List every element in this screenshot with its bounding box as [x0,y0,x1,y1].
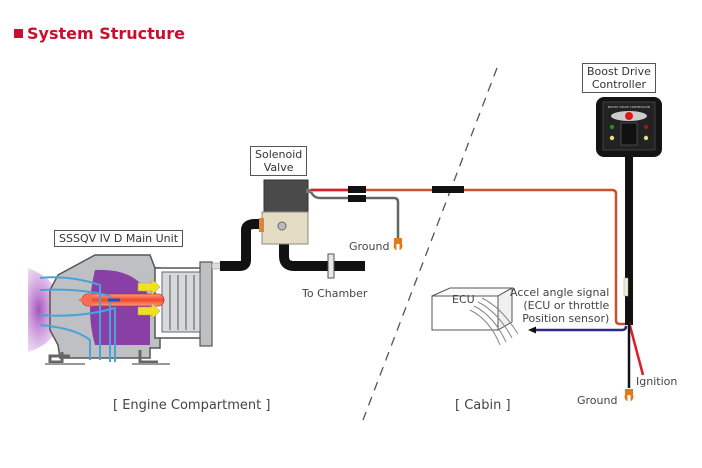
accel-signal-label: Accel angle signal (ECU or throttle Posi… [510,286,609,325]
title-text: System Structure [27,24,185,43]
wire-connector [432,186,464,193]
solenoid-valve-label: Solenoid Valve [250,146,308,176]
ignition-label: Ignition [636,375,678,388]
ignition-wire [627,321,645,376]
svg-text:BOOST DRIVE CONTROLLER: BOOST DRIVE CONTROLLER [608,105,650,109]
solenoid-ground-wire [309,191,400,238]
signal-wire [535,325,628,332]
main-unit-label: SSSQV IV D Main Unit [54,230,184,247]
controller-ground-label: Ground [577,394,618,407]
boost-drive-controller-illustration: BOOST DRIVE CONTROLLER [596,97,662,325]
solenoid-ground-label: Ground [349,240,390,253]
ecu-illustration [431,287,519,346]
signal-arrow-icon [528,326,536,334]
solenoid-valve-illustration [259,179,311,245]
power-wire [311,188,626,326]
controller-label-line2: Controller [591,78,646,91]
controller-label-line1: Boost Drive [587,65,651,78]
main-unit-label-text: SSSQV IV D Main Unit [59,232,179,245]
vacuum-hose [211,219,365,279]
ground-terminal-icon [393,238,403,251]
to-chamber-label: To Chamber [302,287,368,300]
engine-compartment-label: [ Engine Compartment ] [113,398,271,413]
accel-label-line1: Accel angle signal [510,286,610,299]
wire-connector [348,195,366,202]
solenoid-label-line1: Solenoid [255,148,303,161]
title-bullet-icon [14,29,23,38]
accel-label-line3: Position sensor) [522,312,610,325]
wire-connector [348,186,366,193]
accel-label-line2: (ECU or throttle [523,299,610,312]
page-title: System Structure [14,24,185,43]
ecu-label: ECU [452,293,475,306]
solenoid-label-line2: Valve [263,161,294,174]
ground-terminal-icon [624,389,634,402]
controller-label: Boost Drive Controller [582,63,656,93]
cabin-label: [ Cabin ] [455,398,511,413]
main-unit-illustration [28,254,213,365]
